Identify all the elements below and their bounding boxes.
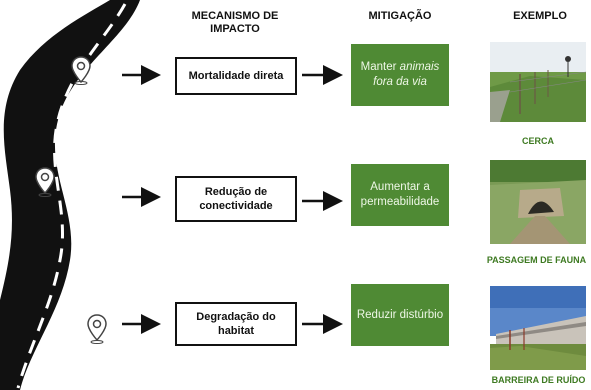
example-photo-wildlife-passage [490,160,586,244]
road-graphic [0,0,140,390]
mechanism-box-2: Redução de conectividade [175,176,297,222]
mechanism-label: Mortalidade direta [188,70,284,82]
location-pin-icon [87,314,107,344]
mitigation-label: Aumentar a permeabilidade [360,181,440,208]
mitigation-box-1: Manter animais fora da via [351,44,449,106]
header-mitigation: MITIGAÇÃO [368,10,432,22]
mitigation-box-2: Aumentar a permeabilidade [351,164,449,226]
mitigation-label: Manter animais fora da via [360,61,440,88]
mitigation-label: Reduzir distúrbio [356,308,444,321]
mechanism-label: Redução de conectividade [199,186,273,212]
location-pin-icon [35,167,55,197]
mechanism-box-1: Mortalidade direta [175,57,297,95]
example-label-wildlife-passage: PASSAGEM DE FAUNA [486,255,587,265]
example-photo-noise-barrier [490,286,586,370]
header-example: EXEMPLO [513,10,567,22]
mitigation-box-3: Reduzir distúrbio [351,284,449,346]
mechanism-label: Degradação do habitat [196,311,276,337]
mechanism-box-3: Degradação do habitat [175,302,297,346]
example-photo-fence [490,42,586,122]
example-label-noise-barrier: BARREIRA DE RUÍDO [491,375,586,385]
example-label-fence: CERCA [521,136,554,146]
location-pin-icon [71,56,91,85]
header-mechanism: MECANISMO DE IMPACTO [191,10,279,35]
